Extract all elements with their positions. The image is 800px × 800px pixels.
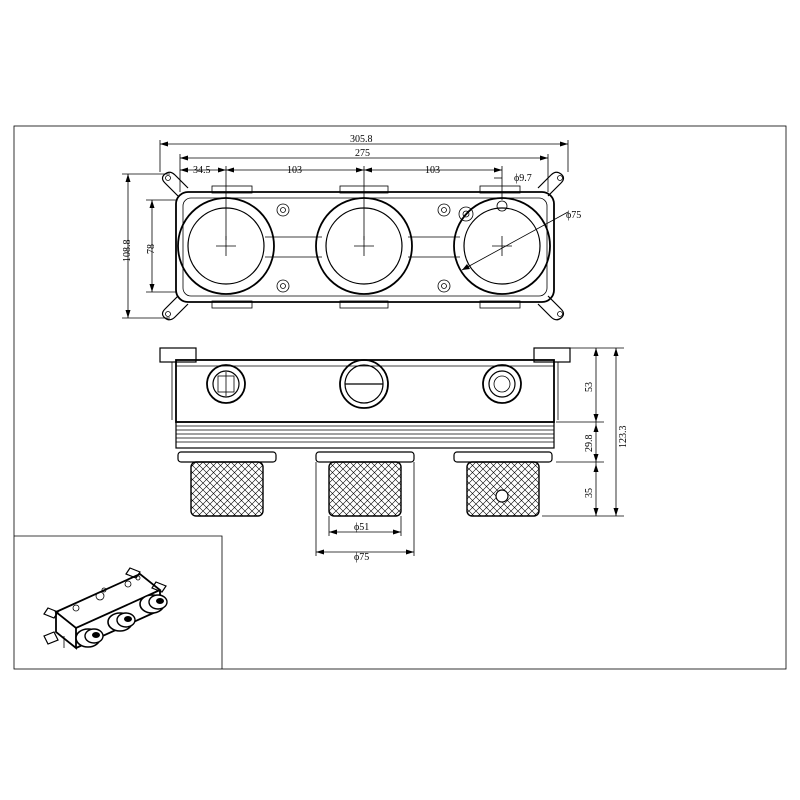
top-view: ϕ75 ϕ9.7 <box>161 170 581 321</box>
front-port-right <box>482 364 522 404</box>
iso-knob <box>139 594 168 614</box>
threaded-section <box>175 421 555 449</box>
screw-hole <box>276 203 290 217</box>
knob-center <box>315 451 415 517</box>
iso-knob <box>107 612 136 632</box>
mounting-ear-bottom-left <box>161 295 189 321</box>
front-port-left <box>206 364 246 404</box>
isometric-view <box>43 567 168 650</box>
dim-center-span: 275 <box>355 148 370 159</box>
dim-body-height: 78 <box>146 244 157 254</box>
drawing-frame <box>13 125 787 670</box>
front-view <box>159 347 571 517</box>
knob-right <box>453 451 553 517</box>
screw-hole <box>437 203 451 217</box>
iso-knob <box>75 628 104 648</box>
dim-pitch-left: 103 <box>287 165 302 176</box>
screw-hole <box>458 206 474 222</box>
inset-frame <box>14 535 223 669</box>
dim-knob-outer: ϕ75 <box>354 552 369 563</box>
dim-large-hole: ϕ75 <box>566 210 581 221</box>
dim-offset: 34.5 <box>193 165 211 176</box>
front-port-center <box>339 359 389 409</box>
mounting-ear-bottom-right <box>537 295 565 321</box>
dim-pitch-right: 103 <box>425 165 440 176</box>
dim-small-hole: ϕ9.7 <box>514 173 532 184</box>
dim-knob-inner: ϕ51 <box>354 522 369 533</box>
front-body-outline <box>175 359 555 423</box>
screw-hole <box>437 279 451 293</box>
valve-body-outline <box>175 191 555 303</box>
valve-port-right <box>453 197 551 295</box>
mounting-ear-top-right <box>537 171 565 197</box>
dim-side-53: 53 <box>584 382 595 392</box>
screw-hole <box>276 279 290 293</box>
valve-body-inner <box>182 197 548 297</box>
front-dimensions: 53 29.8 35 123.3 ϕ51 ϕ75 <box>315 347 629 563</box>
dim-side-123-3: 123.3 <box>618 426 629 449</box>
top-dimensions: 305.8 275 34.5 103 103 108.8 <box>122 134 569 319</box>
dim-side-29-8: 29.8 <box>584 435 595 453</box>
dim-overall-height: 108.8 <box>122 240 133 263</box>
dim-total-width: 305.8 <box>350 134 373 145</box>
knob-left <box>177 451 277 517</box>
dim-side-35: 35 <box>584 488 595 498</box>
